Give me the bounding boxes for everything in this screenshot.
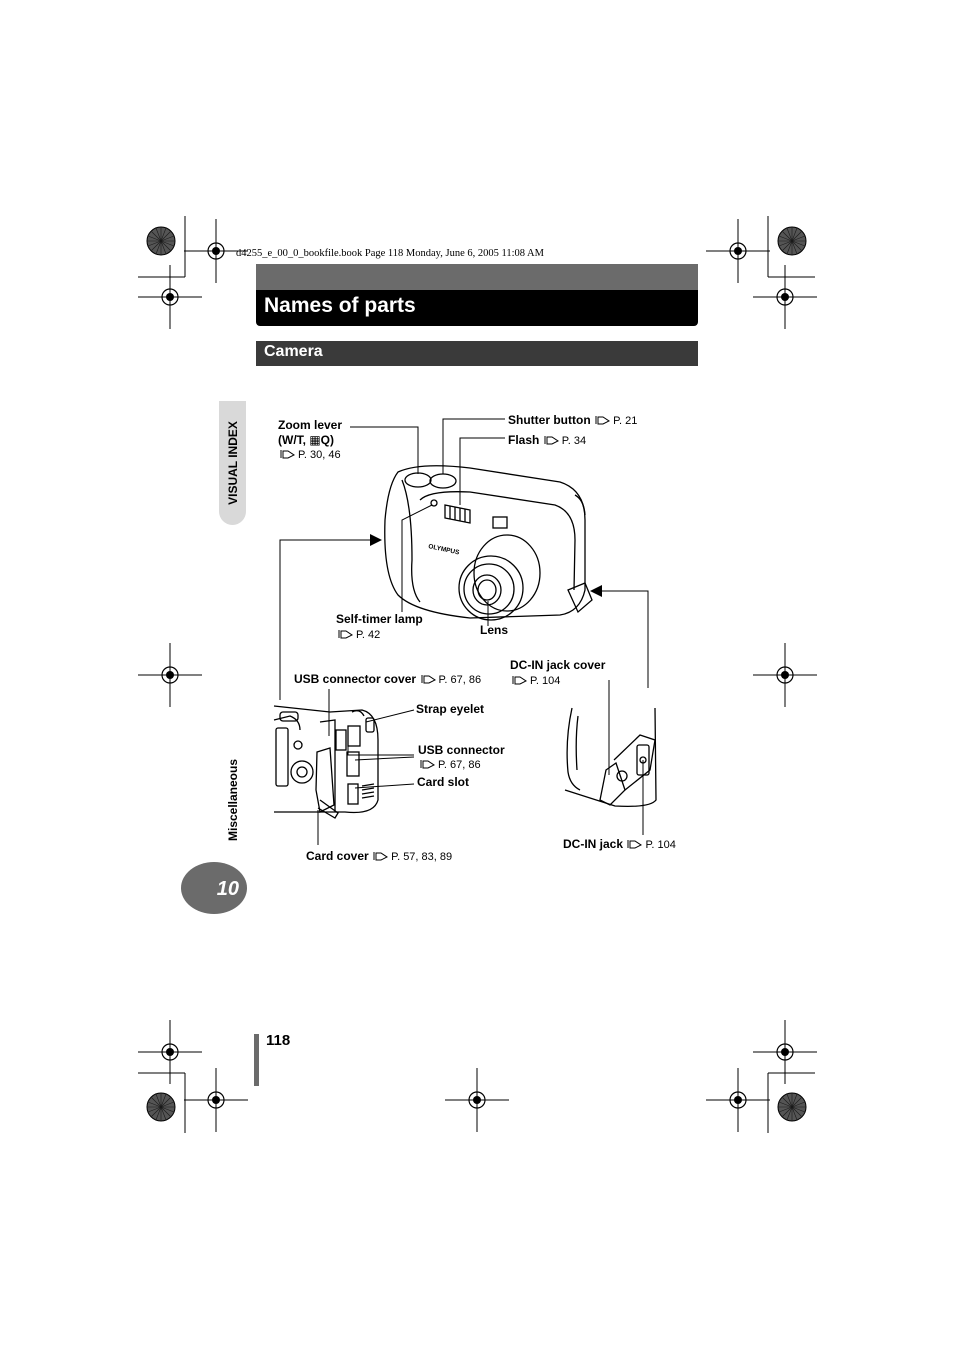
page-reference-icon: [338, 629, 354, 639]
ref-self-timer-text: P. 42: [356, 629, 381, 641]
label-group-card-cover: Card cover P. 57, 83, 89: [306, 847, 452, 865]
chapter-badge: 10: [181, 862, 247, 914]
label-usb-connector: USB connector: [418, 743, 505, 757]
ref-usb-connector: P. 67, 86: [420, 758, 481, 772]
label-group-flash: Flash P. 34: [508, 431, 586, 449]
label-group-dc-in-jack: DC-IN jack P. 104: [563, 835, 676, 853]
label-shutter-button: Shutter button: [508, 413, 591, 427]
label-dc-in-jack: DC-IN jack: [563, 837, 624, 851]
label-group-shutter: Shutter button P. 21: [508, 411, 637, 429]
page-number-bar: [254, 1034, 259, 1086]
arrow-head-left: [370, 534, 382, 546]
camera-right-view: [564, 707, 657, 808]
label-strap-eyelet: Strap eyelet: [416, 702, 485, 716]
visual-index-label: VISUAL INDEX: [225, 421, 240, 505]
ref-zoom-lever-text: P. 30, 46: [298, 449, 341, 461]
page-number: 118: [266, 1032, 291, 1049]
label-card-cover: Card cover: [306, 849, 369, 863]
leader-lines: [279, 418, 649, 845]
visual-index-tab: VISUAL INDEX: [219, 401, 246, 525]
ref-card-cover: P. 57, 83, 89: [391, 851, 453, 863]
label-zoom-lever-2: (W/T, ▦Q): [278, 433, 334, 447]
ref-shutter-button: P. 21: [613, 415, 638, 427]
label-group-usb-cover: USB connector cover P. 67, 86: [294, 670, 481, 688]
camera-brand-text: OLYMPUS: [428, 543, 461, 557]
label-usb-connector-cover: USB connector cover: [294, 672, 417, 686]
page-reference-icon: [627, 839, 643, 849]
page-reference-icon: [512, 675, 528, 685]
ref-dc-in-cover: P. 104: [512, 674, 560, 688]
camera-front-view: [384, 465, 593, 621]
miscellaneous-label: Miscellaneous: [225, 758, 240, 842]
label-card-slot: Card slot: [417, 775, 470, 789]
section-title: Camera: [264, 343, 323, 360]
crop-marks: [138, 216, 815, 1133]
page-reference-icon: [280, 449, 296, 459]
header-band: [256, 264, 698, 292]
label-self-timer-lamp: Self-timer lamp: [336, 612, 423, 626]
label-dc-in-jack-cover: DC-IN jack cover: [510, 658, 606, 672]
label-flash: Flash: [508, 433, 540, 447]
page-reference-icon: [421, 674, 437, 684]
title-bar: Names of parts: [256, 290, 698, 326]
ref-zoom-lever: P. 30, 46: [280, 448, 341, 462]
chapter-number: 10: [216, 878, 239, 900]
label-zoom-lever: Zoom lever: [278, 418, 343, 432]
page-title: Names of parts: [264, 294, 416, 317]
ref-dc-in-cover-text: P. 104: [530, 675, 561, 687]
page-reference-icon: [544, 435, 560, 445]
print-info-line: d4255_e_00_0_bookfile.book Page 118 Mond…: [236, 248, 544, 259]
ref-usb-connector-text: P. 67, 86: [438, 759, 481, 771]
page-reference-icon: [595, 415, 611, 425]
miscellaneous-tab: Miscellaneous: [219, 735, 246, 865]
ref-self-timer: P. 42: [338, 628, 380, 642]
ref-flash: P. 34: [561, 435, 587, 447]
page-reference-icon: [420, 759, 436, 769]
page-reference-icon: [373, 851, 389, 861]
ref-usb-cover: P. 67, 86: [438, 674, 482, 686]
section-bar: Camera: [256, 341, 698, 366]
camera-side-view: [273, 705, 379, 819]
arrow-head-right: [590, 585, 602, 597]
ref-dc-in-jack: P. 104: [645, 839, 676, 851]
label-lens: Lens: [480, 623, 509, 637]
